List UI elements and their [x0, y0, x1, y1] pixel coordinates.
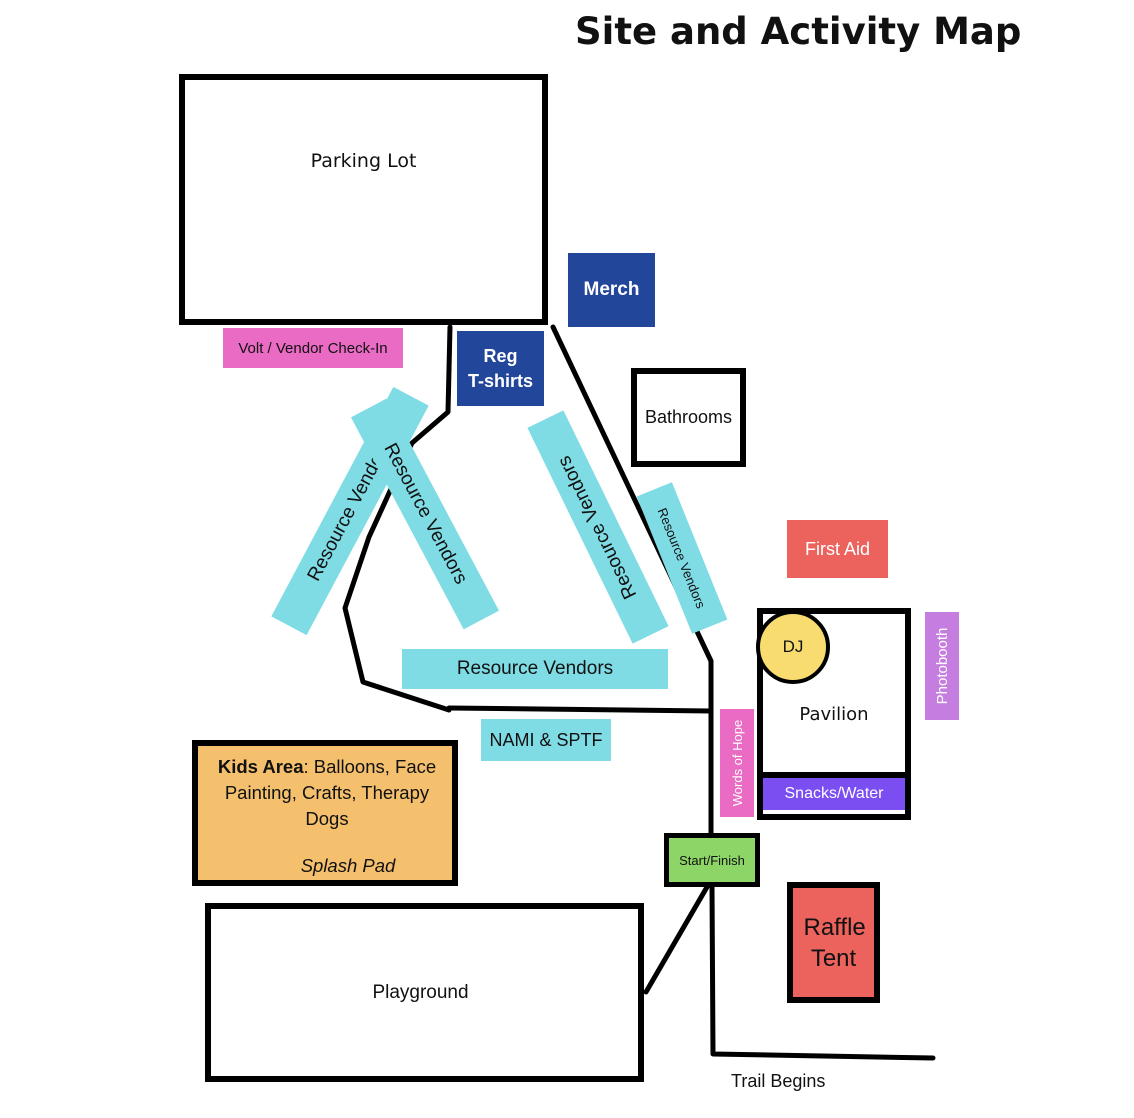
path-bottom-segment: [446, 705, 714, 714]
raffle-tent-label: Raffle Tent: [803, 913, 866, 972]
registration-booth: Reg T-shirts: [457, 331, 544, 406]
trail-begins-label: Trail Begins: [731, 1071, 826, 1091]
parking-lot-label: Parking Lot: [310, 150, 417, 172]
kids-area-activities: : Balloons, Face Painting, Crafts, Thera…: [224, 756, 437, 829]
dj-label: DJ: [782, 637, 804, 656]
words-of-hope: Words of Hope: [720, 709, 754, 817]
playground: Playground: [205, 903, 644, 1082]
kids-area-heading: Kids Area: [217, 756, 304, 777]
path-to-playground: [643, 884, 710, 995]
first-aid-tent: First Aid: [787, 520, 888, 578]
path-left-segment: [342, 324, 453, 713]
pavilion: Pavilion Snacks/Water: [757, 608, 911, 820]
pavilion-label: Pavilion: [799, 704, 869, 725]
tshirts-label: T-shirts: [467, 370, 533, 391]
splash-pad-label: Splash Pad: [300, 855, 396, 876]
nami-sptf-booth: NAMI & SPTF: [481, 719, 611, 761]
dj-booth: DJ: [756, 610, 830, 684]
resource-vendors-bottom: Resource Vendors: [402, 649, 668, 689]
map-title: Site and Activity Map: [575, 10, 1022, 53]
volt-checkin-label: Volt / Vendor Check-In: [238, 339, 388, 357]
photobooth-label: Photobooth: [933, 627, 951, 705]
words-of-hope-label: Words of Hope: [729, 719, 745, 807]
playground-label: Playground: [372, 981, 469, 1003]
start-finish-label: Start/Finish: [679, 852, 745, 868]
raffle-tent: Raffle Tent: [787, 882, 880, 1003]
path-trail: [709, 884, 936, 1061]
kids-area-description: Kids Area: Balloons, Face Painting, Craf…: [206, 754, 448, 832]
resource-vendors-label: Resource Vendors: [456, 658, 614, 679]
photobooth: Photobooth: [925, 612, 959, 720]
bathrooms: Bathrooms: [631, 368, 746, 467]
first-aid-label: First Aid: [804, 538, 870, 559]
snacks-water-station: Snacks/Water: [763, 772, 905, 810]
volt-checkin: Volt / Vendor Check-In: [223, 328, 403, 368]
bathrooms-label: Bathrooms: [644, 407, 733, 427]
merch-label: Merch: [583, 279, 640, 300]
snacks-water-label: Snacks/Water: [784, 785, 884, 802]
merch-booth: Merch: [568, 253, 655, 327]
parking-lot: Parking Lot: [179, 74, 548, 325]
path-right-segment: [550, 324, 714, 841]
kids-area: Kids Area: Balloons, Face Painting, Craf…: [192, 740, 458, 886]
start-finish: Start/Finish: [664, 833, 760, 887]
registration-label: Reg: [483, 345, 518, 366]
nami-sptf-label: NAMI & SPTF: [489, 729, 603, 750]
